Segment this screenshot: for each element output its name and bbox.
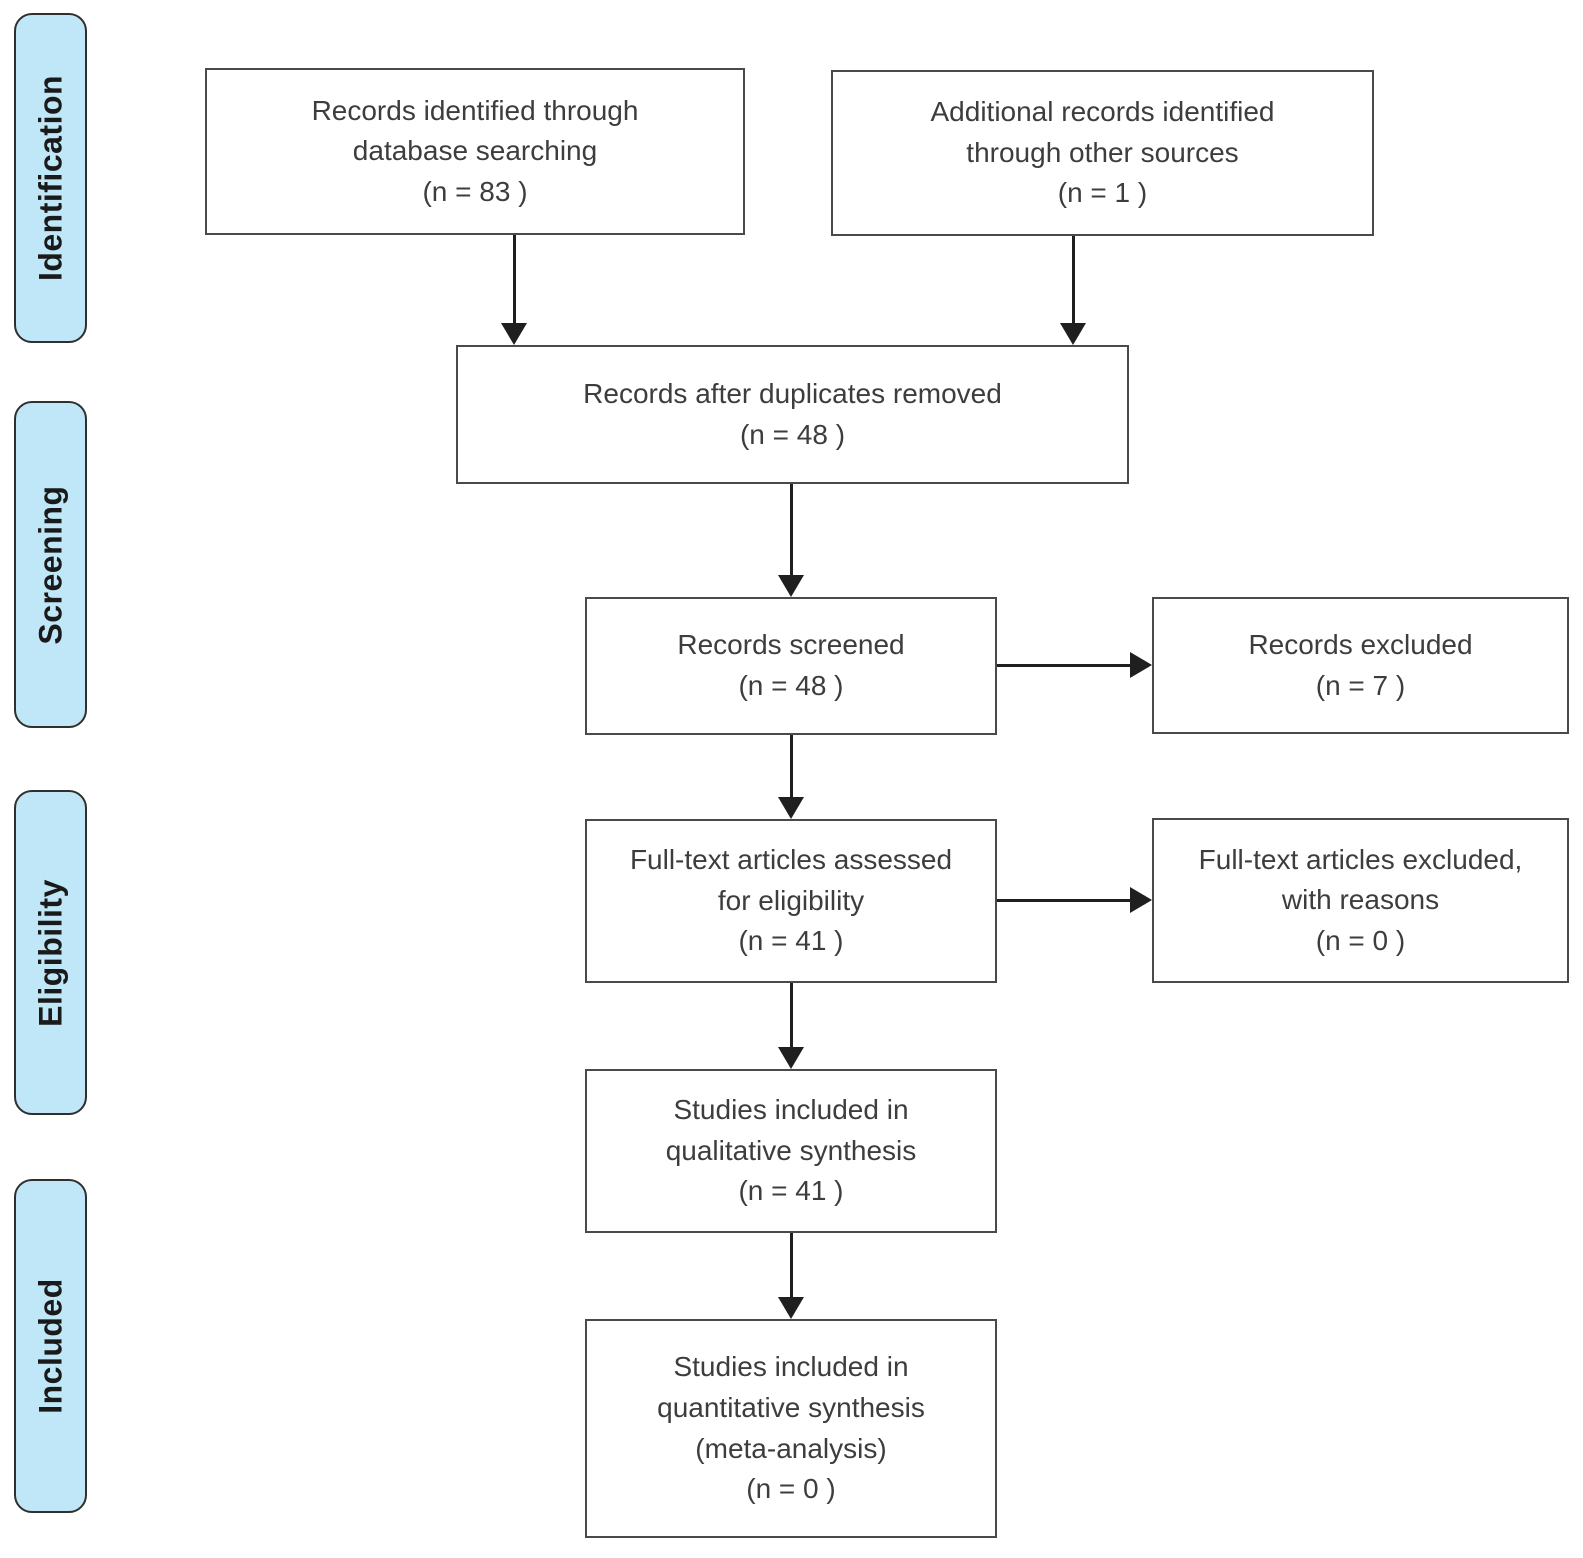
arrow-fulltext-to-excluded-line: [997, 899, 1130, 902]
box-records-after-duplicates-text: Records after duplicates removed (n = 48…: [583, 377, 1002, 450]
stage-included-label: Included: [32, 1278, 68, 1414]
stage-eligibility-label: Eligibility: [32, 878, 68, 1027]
box-records-identified-other: Additional records identified through ot…: [831, 70, 1374, 236]
arrow-duplicates-to-screened-line: [790, 484, 793, 575]
arrow-db-to-duplicates-head: [501, 323, 527, 345]
stage-eligibility: Eligibility: [14, 790, 87, 1115]
arrow-qualitative-to-quantitative-line: [790, 1233, 793, 1297]
arrow-screened-to-fulltext-line: [790, 735, 793, 797]
arrow-screened-to-excluded-head: [1130, 652, 1152, 678]
box-records-screened-text: Records screened (n = 48 ): [677, 629, 905, 701]
box-records-after-duplicates: Records after duplicates removed (n = 48…: [456, 345, 1129, 484]
stage-screening-label: Screening: [32, 484, 68, 645]
box-fulltext-assessed-text: Full-text articles assessed for eligibil…: [629, 844, 953, 957]
box-records-screened: Records screened (n = 48 ): [585, 597, 997, 735]
box-quantitative-synthesis: Studies included in quantitative synthes…: [585, 1319, 997, 1538]
arrow-fulltext-to-excluded-head: [1130, 887, 1152, 913]
arrow-duplicates-to-screened-head: [778, 575, 804, 597]
arrow-db-to-duplicates-line: [513, 235, 516, 323]
box-records-identified-other-text: Additional records identified through ot…: [930, 96, 1275, 209]
box-records-excluded: Records excluded (n = 7 ): [1152, 597, 1569, 734]
box-qualitative-synthesis-text: Studies included in qualitative synthesi…: [665, 1094, 917, 1207]
arrow-fulltext-to-qualitative-line: [790, 983, 793, 1047]
box-records-identified-database-text: Records identified through database sear…: [311, 94, 639, 207]
arrow-other-to-duplicates-head: [1060, 323, 1086, 345]
stage-screening: Screening: [14, 401, 87, 728]
box-records-excluded-text: Records excluded (n = 7 ): [1248, 628, 1473, 701]
box-fulltext-excluded: Full-text articles excluded, with reason…: [1152, 818, 1569, 983]
stage-included: Included: [14, 1179, 87, 1513]
arrow-screened-to-fulltext-head: [778, 797, 804, 819]
box-fulltext-assessed: Full-text articles assessed for eligibil…: [585, 819, 997, 983]
box-fulltext-excluded-text: Full-text articles excluded, with reason…: [1198, 843, 1523, 956]
box-qualitative-synthesis: Studies included in qualitative synthesi…: [585, 1069, 997, 1233]
stage-identification: Identification: [14, 13, 87, 343]
arrow-other-to-duplicates-line: [1072, 236, 1075, 323]
box-quantitative-synthesis-text: Studies included in quantitative synthes…: [657, 1351, 925, 1505]
arrow-qualitative-to-quantitative-head: [778, 1297, 804, 1319]
box-records-identified-database: Records identified through database sear…: [205, 68, 745, 235]
arrow-fulltext-to-qualitative-head: [778, 1047, 804, 1069]
stage-identification-label: Identification: [32, 74, 68, 282]
arrow-screened-to-excluded-line: [997, 664, 1130, 667]
